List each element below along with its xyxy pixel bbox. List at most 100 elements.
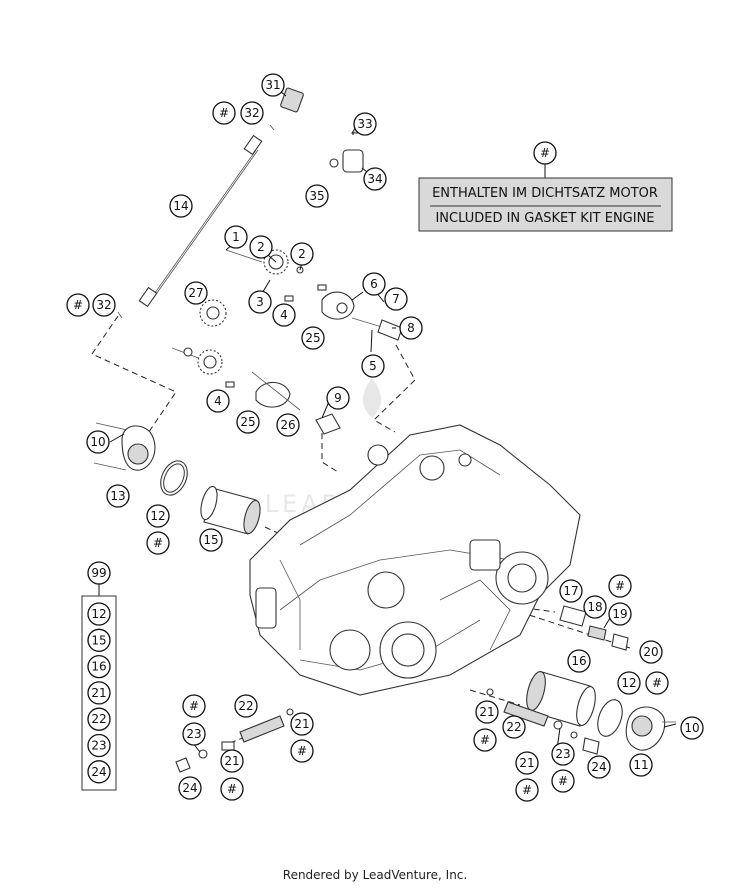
callout-label: 22 [506,720,521,734]
callout-label: 11 [633,758,648,772]
callout-label: 32 [96,298,111,312]
kit-number: 99 [87,561,111,585]
callout-13: 13 [106,484,130,508]
callout-label: 10 [684,721,699,735]
kit-item-label: 23 [91,739,106,753]
callout-31: 31 [261,73,285,97]
callout-label: # [227,782,237,796]
callout-label: # [615,579,625,593]
callout-gasket-marker: # [645,671,669,695]
callout-gasket-marker: # [608,574,632,598]
kit-number-text: 99 [91,566,106,580]
oil-pump-lower [171,347,341,435]
gasket-note: # ENTHALTEN IM DICHTSATZ MOTOR INCLUDED … [418,141,673,232]
engine-crankcase [249,424,581,696]
callout-gasket-marker: # [146,531,170,555]
callout-label: 24 [591,760,606,774]
callout-9: 9 [326,386,350,410]
callout-11: 11 [629,753,653,777]
kit-item-label: 22 [91,712,106,726]
callout-10: 10 [86,430,110,454]
callout-label: 26 [280,418,295,432]
kit-item-23: 23 [87,733,111,758]
callout-label: 12 [150,509,165,523]
callout-label: 34 [367,172,382,186]
callout-16: 16 [567,649,591,673]
callout-gasket-marker: # [220,777,244,801]
callout-21: 21 [220,749,244,773]
callout-label: 15 [203,533,218,547]
footer-credit: Rendered by LeadVenture, Inc. [282,868,468,882]
callout-21: 21 [290,712,314,736]
callout-label: 13 [110,489,125,503]
callout-12: 12 [146,504,170,528]
gasket-note-text-en: INCLUDED IN GASKET KIT ENGINE [435,211,654,226]
callout-label: 4 [280,308,288,322]
gasket-note-marker-text: # [540,146,550,160]
callout-label: 8 [407,321,415,335]
callout-label: 3 [256,295,264,309]
callout-label: 5 [369,359,377,373]
callout-label: 1 [232,230,240,244]
relief-valve-left [175,708,294,773]
callout-label: # [558,774,568,788]
relief-valve-right [486,688,600,755]
callout-label: 21 [224,754,239,768]
callout-label: # [297,744,307,758]
callout-gasket-marker: # [515,778,539,802]
callout-4: 4 [206,389,230,413]
callout-label: 32 [244,106,259,120]
callout-22: 22 [502,715,526,739]
callout-label: 23 [186,727,201,741]
oil-pipe [117,87,304,319]
callout-5: 5 [361,354,385,378]
callout-label: # [522,783,532,797]
oil-filter-left [200,485,261,535]
callout-label: 25 [305,331,320,345]
callout-label: 35 [309,189,324,203]
callout-gasket-marker: # [551,769,575,793]
callout-label: 21 [519,756,534,770]
callout-2: 2 [249,235,273,259]
callout-gasket-marker: # [182,694,206,718]
callout-21: 21 [475,700,499,724]
callout-label: 21 [479,705,494,719]
callout-8: 8 [399,316,423,340]
gasket-note-marker: # [533,141,557,165]
kit-item-16: 16 [87,654,111,679]
callout-12: 12 [617,671,641,695]
callout-17: 17 [559,579,583,603]
callout-6: 6 [362,272,386,296]
callout-19: 19 [608,602,632,626]
callout-gasket-marker: # [473,728,497,752]
callout-label: 6 [370,277,378,291]
kit-item-label: 16 [91,660,106,674]
kit-item-label: 21 [91,686,106,700]
callout-23: 23 [182,722,206,746]
kit-item-22: 22 [87,707,111,731]
callout-label: 33 [357,117,372,131]
callout-label: 17 [563,584,578,598]
callout-label: 12 [621,676,636,690]
callout-35: 35 [305,184,329,208]
callout-label: 27 [188,286,203,300]
callout-21: 21 [515,751,539,775]
oil-filter-right [526,605,676,751]
callout-label: # [73,298,83,312]
callout-label: 9 [334,391,342,405]
callout-gasket-marker: # [212,101,236,125]
callout-32: 32 [240,101,264,125]
callout-label: 24 [182,781,197,795]
callout-22: 22 [234,694,258,718]
kit-item-label: 24 [91,765,106,779]
callout-18: 18 [583,595,607,619]
callout-label: # [480,733,490,747]
callout-label: 19 [612,607,627,621]
kit-item-15: 15 [87,628,111,652]
callout-14: 14 [169,194,193,218]
callout-label: 23 [555,747,570,761]
callout-label: 21 [294,717,309,731]
